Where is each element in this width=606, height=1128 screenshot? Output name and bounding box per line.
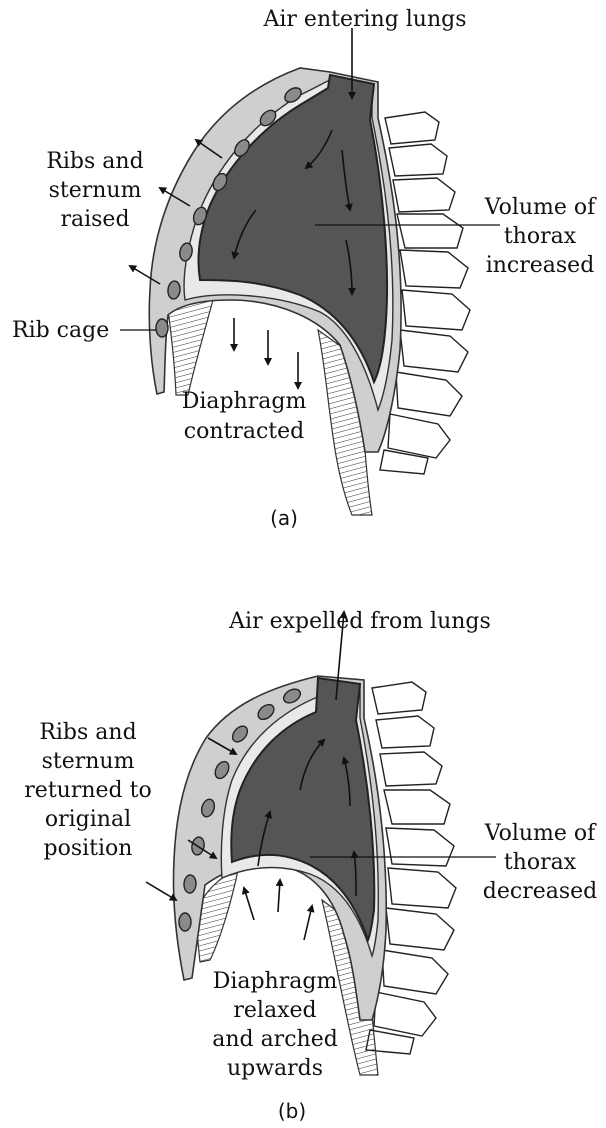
label-ribs-returned-1: Ribs and	[39, 720, 136, 745]
diaphragm-arrows-b	[244, 880, 312, 940]
label-rib-cage: Rib cage	[12, 318, 109, 343]
label-volume-increased-2: thorax	[504, 224, 577, 249]
label-diaphragm-relaxed-1: Diaphragm	[213, 969, 338, 994]
caption-a: (a)	[270, 506, 298, 530]
label-diaphragm-relaxed-4: upwards	[227, 1056, 323, 1081]
label-ribs-returned-2: sternum	[42, 749, 135, 774]
label-air-entering: Air entering lungs	[262, 7, 466, 32]
caption-b: (b)	[278, 1099, 306, 1123]
label-diaphragm-relaxed-3: and arched	[212, 1027, 338, 1052]
panel-b-exhalation: Air expelled from lungs Ribs and sternum…	[24, 609, 597, 1123]
label-volume-decreased-3: decreased	[483, 879, 597, 904]
label-volume-decreased-2: thorax	[504, 850, 577, 875]
label-volume-decreased-1: Volume of	[484, 821, 597, 846]
label-volume-increased-1: Volume of	[484, 195, 597, 220]
label-ribs-returned-4: original	[45, 807, 131, 832]
label-volume-increased-3: increased	[486, 253, 595, 278]
label-ribs-raised-2: sternum	[49, 178, 142, 203]
label-diaphragm-contracted-1: Diaphragm	[182, 389, 307, 414]
label-ribs-returned-3: returned to	[24, 778, 151, 803]
label-ribs-returned-5: position	[44, 836, 133, 861]
panel-a-inhalation: Air entering lungs Ribs and sternum rais…	[12, 7, 597, 530]
label-diaphragm-relaxed-2: relaxed	[233, 998, 316, 1023]
label-ribs-raised-3: raised	[60, 207, 129, 232]
label-ribs-raised-1: Ribs and	[46, 149, 143, 174]
label-diaphragm-contracted-2: contracted	[184, 419, 304, 444]
label-air-expelled: Air expelled from lungs	[228, 609, 491, 634]
diaphragm-arrows-a	[234, 318, 298, 388]
